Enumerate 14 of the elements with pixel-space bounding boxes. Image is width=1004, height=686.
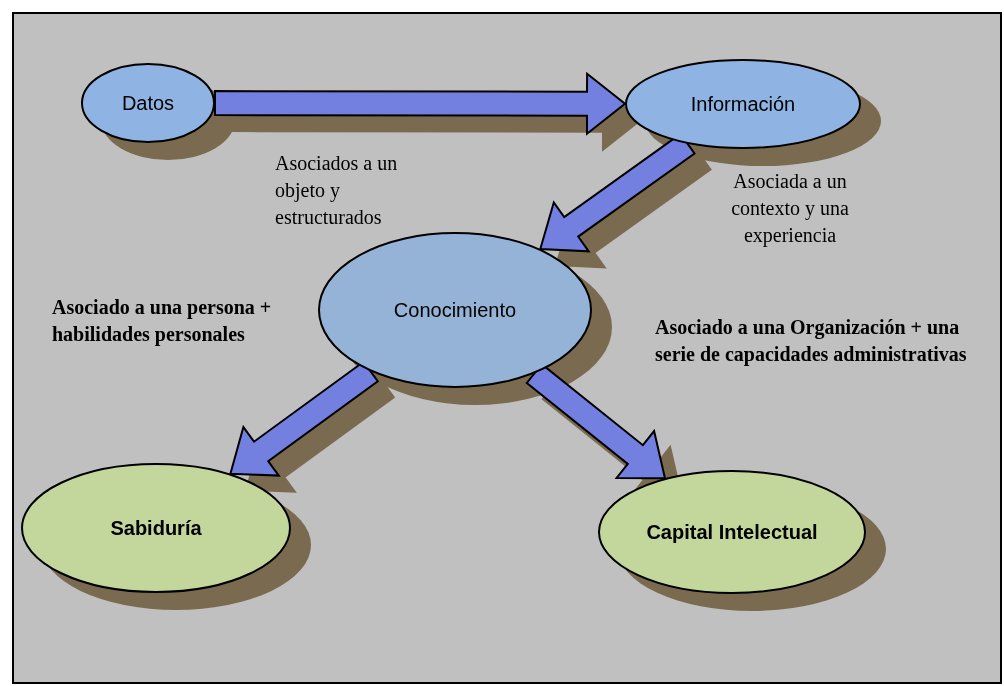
annotation-text: Asociado a una Organización + una serie de capacidades administrativas [655,315,968,368]
ellipse-node [598,470,866,594]
node-text: Capital Intelectual [646,520,818,544]
node-text: Información [690,92,796,116]
node-text: Datos [121,91,175,115]
ellipse-node [81,63,215,143]
annotation-text: Asociado a una persona + habilidades personales [52,295,273,348]
ellipse-node [21,463,291,593]
node-text: Sabiduría [110,516,202,540]
annotation-text: Asociados a un objeto y estructurados [275,151,399,230]
node-text: Conocimiento [393,298,517,322]
ellipse-node [625,59,861,149]
annotation-text: Asociada a un contexto y una experiencia [730,169,850,249]
ellipse-node [318,232,592,388]
